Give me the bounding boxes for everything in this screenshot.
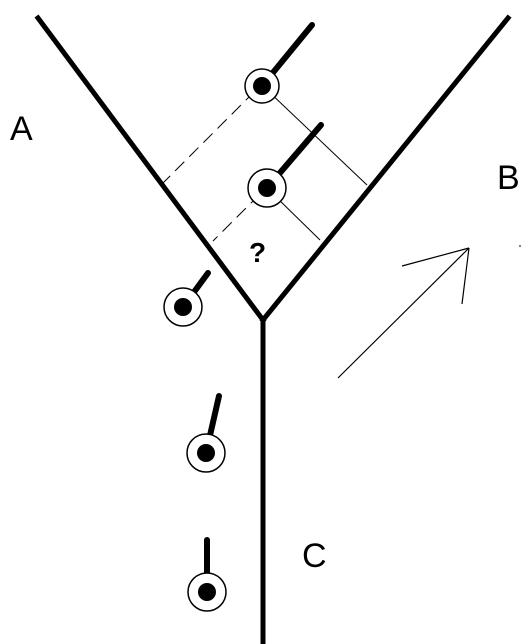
arrow-shaft xyxy=(337,247,470,379)
question-mark: ? xyxy=(249,237,266,268)
dashed-projections xyxy=(162,90,261,242)
label-a: A xyxy=(10,110,33,148)
particle-1-core xyxy=(253,77,271,95)
particle-4 xyxy=(186,393,226,473)
dashed-projection-top xyxy=(162,90,256,184)
particle-5 xyxy=(187,537,227,612)
particle-5-core xyxy=(198,583,216,601)
perpendicular-top xyxy=(265,88,368,186)
arrow-head-side xyxy=(461,247,470,305)
dashed-projection-middle xyxy=(212,193,261,242)
particle-1 xyxy=(244,22,315,104)
thin-perpendiculars xyxy=(265,88,368,241)
direction-arrow xyxy=(337,247,470,379)
track-left-arm xyxy=(34,14,267,324)
label-b: B xyxy=(497,159,520,197)
label-c: C xyxy=(302,537,327,575)
particle-3-core xyxy=(174,298,192,316)
particle-4-core xyxy=(197,444,215,462)
arrow-head-top xyxy=(401,247,470,267)
perpendicular-middle xyxy=(273,194,321,241)
particle-3 xyxy=(163,270,211,327)
particle-2 xyxy=(247,122,324,208)
particle-2-core xyxy=(258,179,276,197)
y-track xyxy=(34,14,512,644)
track-right-arm xyxy=(259,14,512,324)
